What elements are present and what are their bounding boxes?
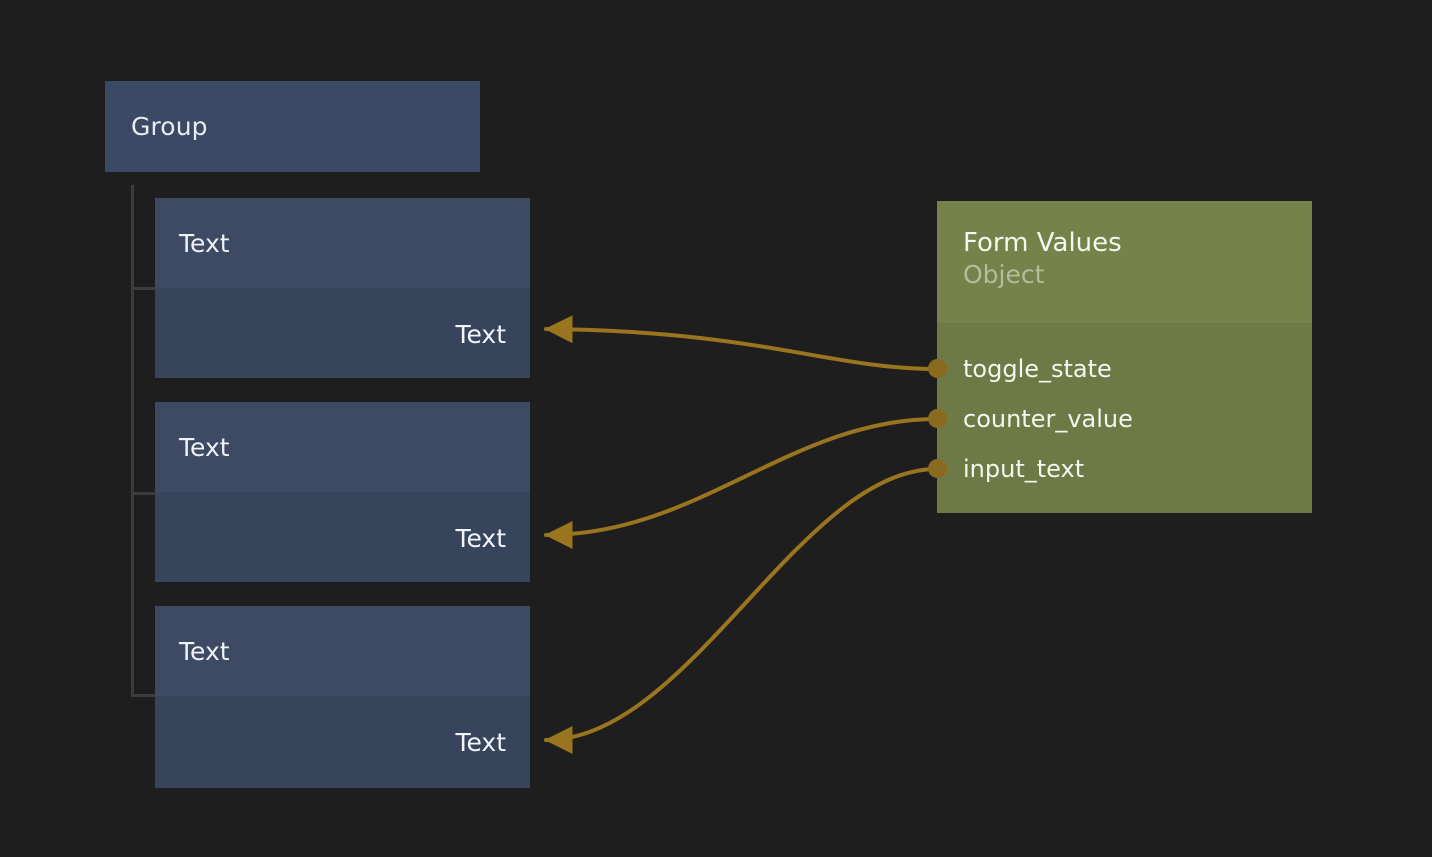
- node-text-3[interactable]: Text Text: [155, 606, 530, 788]
- node-3-body[interactable]: Text: [155, 696, 530, 788]
- tree-spine: [131, 185, 134, 696]
- object-node-header[interactable]: Form Values Object: [937, 201, 1312, 323]
- port-dot-input-text[interactable]: [928, 459, 947, 478]
- node-1-title: Text: [179, 228, 230, 258]
- port-dot-toggle-state[interactable]: [928, 359, 947, 378]
- port-dot-counter-value[interactable]: [928, 409, 947, 428]
- object-node-subtitle: Object: [963, 259, 1045, 289]
- object-field-input-text[interactable]: input_text: [937, 444, 1312, 494]
- edge-counter-value: [544, 417, 939, 549]
- node-3-header[interactable]: Text: [155, 606, 530, 696]
- node-2-header[interactable]: Text: [155, 402, 530, 492]
- object-node-body: toggle_state counter_value input_text: [937, 323, 1312, 513]
- object-field-counter-value[interactable]: counter_value: [937, 394, 1312, 444]
- node-1-port-label: Text: [455, 319, 506, 349]
- node-2-port-label: Text: [455, 523, 506, 553]
- node-1-header[interactable]: Text: [155, 198, 530, 288]
- node-3-port-label: Text: [455, 727, 506, 757]
- object-node-title: Form Values: [963, 228, 1122, 258]
- tree-stub-3: [131, 694, 155, 697]
- group-title: Group: [131, 112, 208, 141]
- group-node-header[interactable]: Group: [105, 81, 480, 172]
- object-field-toggle-state[interactable]: toggle_state: [937, 344, 1312, 394]
- object-field-label: counter_value: [963, 405, 1133, 433]
- node-2-title: Text: [179, 432, 230, 462]
- edge-toggle-state: [544, 315, 939, 371]
- node-1-body[interactable]: Text: [155, 288, 530, 378]
- node-2-body[interactable]: Text: [155, 492, 530, 582]
- node-3-title: Text: [179, 636, 230, 666]
- object-node-form-values[interactable]: Form Values Object toggle_state counter_…: [937, 201, 1312, 513]
- tree-stub-2: [131, 492, 155, 495]
- tree-stub-1: [131, 287, 155, 290]
- node-text-1[interactable]: Text Text: [155, 198, 530, 378]
- object-field-label: toggle_state: [963, 355, 1112, 383]
- edge-input-text: [544, 467, 939, 754]
- node-text-2[interactable]: Text Text: [155, 402, 530, 582]
- object-field-label: input_text: [963, 455, 1085, 483]
